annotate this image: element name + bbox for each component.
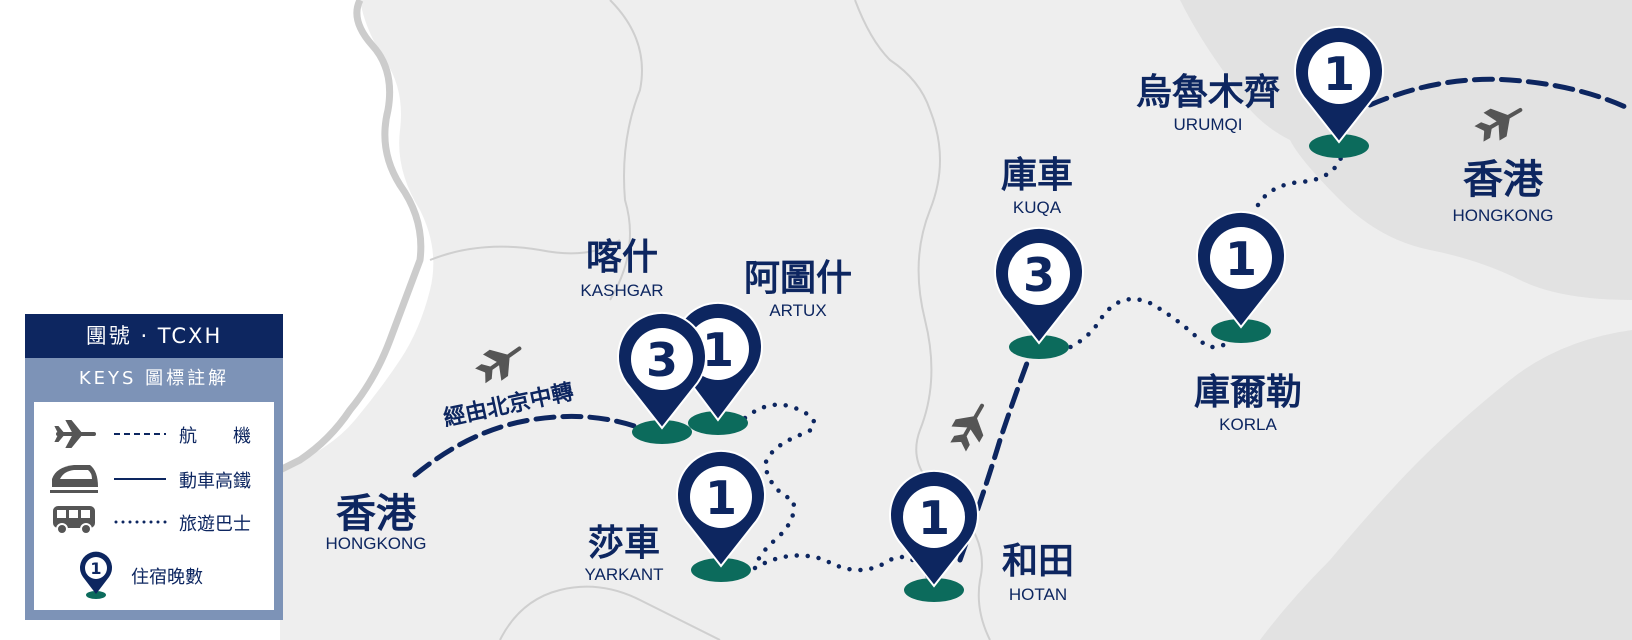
bus-route-yarkant-hotan: [752, 553, 935, 588]
pin-yarkant-nights: 1: [705, 471, 737, 525]
legend-label-train: 動車高鐵: [179, 471, 251, 492]
plane-icon: [950, 403, 984, 452]
svg-text:庫車: 庫車: [1001, 155, 1073, 196]
label-hongkong-east: 香港 HONGKONG: [1452, 157, 1553, 225]
country-border: [278, 0, 425, 474]
legend-label-bus: 旅遊巴士: [179, 514, 251, 535]
bus-route-korla-urumqi: [1255, 142, 1345, 208]
svg-text:ARTUX: ARTUX: [769, 301, 826, 320]
plane-icon: [54, 420, 96, 448]
pin-kuqa: 3: [994, 226, 1084, 359]
group-code-title: 團號 · TCXH: [25, 314, 283, 358]
legend-item-bus: 旅遊巴士: [34, 500, 274, 544]
keys-title: KEYS 圖標註解: [78, 368, 230, 389]
legend-label-nights: 住宿晚數: [131, 567, 203, 588]
southeast-region: [1260, 330, 1632, 640]
plane-icon: [1474, 108, 1523, 142]
legend-item-train: 動車高鐵: [34, 457, 274, 501]
svg-text:HONGKONG: HONGKONG: [325, 534, 426, 553]
svg-text:KORLA: KORLA: [1219, 415, 1277, 434]
land-region: [280, 0, 1632, 640]
label-hongkong-west: 香港 HONGKONG: [325, 491, 426, 553]
legend-panel: 團號 · TCXH KEYS 圖標註解 航 機: [25, 314, 283, 620]
svg-text:YARKANT: YARKANT: [584, 565, 663, 584]
svg-text:烏魯木齊: 烏魯木齊: [1136, 72, 1280, 113]
svg-text:HONGKONG: HONGKONG: [1452, 206, 1553, 225]
svg-text:KASHGAR: KASHGAR: [580, 281, 663, 300]
label-artux: 阿圖什 ARTUX: [744, 258, 852, 320]
plane-icons: [475, 108, 1523, 452]
pin-korla-nights: 1: [1225, 232, 1257, 286]
bus-routes: [742, 142, 1345, 588]
east-region: [1180, 0, 1632, 300]
svg-text:香港: 香港: [336, 491, 417, 537]
legend-solid-line: [114, 478, 166, 480]
svg-text:HOTAN: HOTAN: [1009, 585, 1067, 604]
pin-kashgar-nights: 3: [646, 333, 678, 387]
bus-route-artux-yarkant: [742, 402, 817, 571]
legend-item-nights: 1 住宿晚數: [34, 547, 274, 603]
flight-route-east: [1367, 76, 1632, 113]
svg-text:喀什: 喀什: [586, 237, 658, 278]
pin-artux-nights: 1: [702, 323, 734, 377]
flight-route-west: [412, 413, 643, 478]
svg-text:庫爾勒: 庫爾勒: [1194, 372, 1302, 413]
legend-label-flight: 航 機: [179, 426, 251, 447]
svg-text:和田: 和田: [1002, 541, 1074, 582]
svg-text:香港: 香港: [1463, 157, 1544, 203]
pin-hotan-nights: 1: [918, 491, 950, 545]
pin-korla: 1: [1196, 210, 1286, 343]
legend-dotted-line: [114, 520, 170, 524]
label-hotan: 和田 HOTAN: [1002, 541, 1074, 604]
pin-kashgar: 3: [617, 311, 707, 444]
pin-icon: 1: [80, 551, 112, 599]
legend-dashed-line: [114, 433, 166, 435]
label-korla: 庫爾勒 KORLA: [1194, 372, 1302, 434]
pin-urumqi: 1: [1294, 25, 1384, 158]
keys-box: 航 機 動車高鐵: [34, 402, 274, 610]
bus-route-kuqa-korla: [1047, 296, 1241, 358]
label-urumqi: 烏魯木齊 URUMQI: [1136, 72, 1280, 134]
svg-text:1: 1: [90, 559, 101, 578]
svg-text:URUMQI: URUMQI: [1174, 115, 1243, 134]
plane-icon: [475, 346, 522, 384]
pin-urumqi-nights: 1: [1323, 47, 1355, 101]
label-kashgar: 喀什 KASHGAR: [580, 237, 663, 300]
svg-text:莎車: 莎車: [588, 523, 660, 564]
pin-kuqa-nights: 3: [1023, 248, 1055, 302]
legend-item-flight: 航 機: [34, 412, 274, 456]
pin-hotan: 1: [889, 469, 979, 602]
label-kuqa: 庫車 KUQA: [1001, 155, 1073, 217]
bus-icon: [53, 506, 95, 535]
train-icon: [50, 465, 98, 493]
label-yarkant: 莎車 YARKANT: [584, 523, 663, 584]
svg-text:阿圖什: 阿圖什: [744, 258, 852, 299]
pin-yarkant: 1: [676, 449, 766, 582]
svg-text:KUQA: KUQA: [1013, 198, 1062, 217]
